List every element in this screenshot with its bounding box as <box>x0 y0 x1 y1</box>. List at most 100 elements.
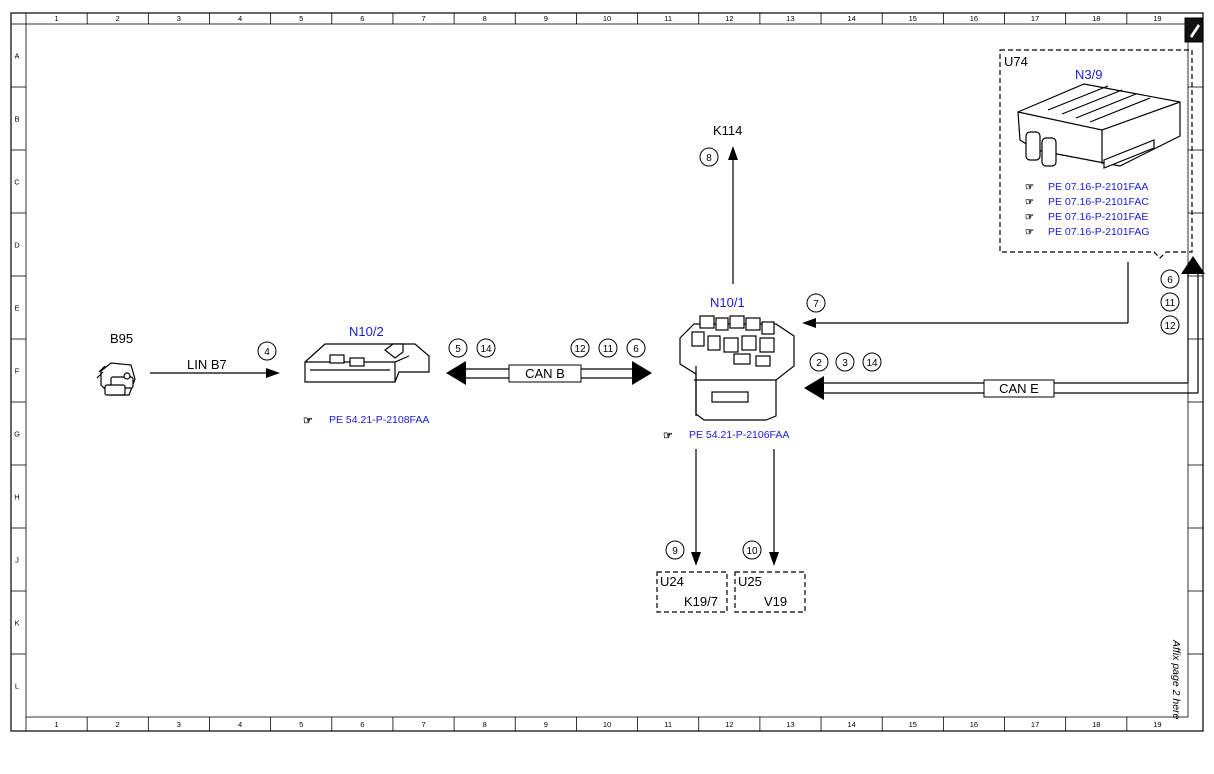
row-label: A <box>14 52 19 61</box>
column-label: 2 <box>116 720 120 729</box>
column-label: 12 <box>725 720 733 729</box>
affix-note-text: Affix page 2 here <box>1170 640 1182 720</box>
column-label: 18 <box>1092 14 1100 23</box>
reference-pointer-icon: ☞ <box>303 415 313 427</box>
row-label: L <box>15 682 19 691</box>
column-label: 5 <box>299 720 303 729</box>
b95-sensor-icon <box>96 362 136 396</box>
svg-text:11: 11 <box>603 344 614 355</box>
row-label: B <box>14 115 19 124</box>
column-label: 4 <box>238 14 242 23</box>
connection-9 <box>691 449 701 566</box>
column-label: 3 <box>177 14 181 23</box>
column-label: 17 <box>1031 720 1039 729</box>
marker-14: 14 <box>862 352 882 372</box>
k114-label: K114 <box>713 123 742 138</box>
b95-label: B95 <box>110 331 133 346</box>
svg-text:9: 9 <box>672 546 678 557</box>
marker-5: 5 <box>448 338 468 358</box>
column-label: 19 <box>1153 14 1161 23</box>
row-label: G <box>14 430 20 439</box>
u74-component: U74 N3/9 ☞ PE 07.16-P-2101FAA ☞ PE 07.16… <box>999 49 1193 259</box>
n10-1-component: N10/1 ☞ PE 54.21-P-2106FAA <box>663 295 795 442</box>
b95-component: B95 <box>96 331 136 396</box>
svg-text:12: 12 <box>1164 321 1176 332</box>
n10-1-module-icon <box>679 315 795 421</box>
marker-11: 11 <box>598 338 618 358</box>
drawing-frame <box>10 12 1204 732</box>
column-label: 13 <box>786 14 794 23</box>
svg-text:10: 10 <box>746 546 758 557</box>
column-label: 9 <box>544 720 548 729</box>
can-b-connection: CAN B <box>446 361 652 385</box>
column-label: 7 <box>421 720 425 729</box>
grid-rulers: 1122334455667788991010111112121313141415… <box>11 13 1203 731</box>
svg-text:7: 7 <box>813 299 819 310</box>
marker-11: 11 <box>1160 292 1180 312</box>
n10-2-component: N10/2 ☞ PE 54.21-P-2108FAA <box>303 324 430 427</box>
connection-10 <box>769 449 779 566</box>
u25-component: U25 V19 <box>734 571 806 613</box>
marker-12: 12 <box>1160 315 1180 335</box>
marker-14: 14 <box>476 338 496 358</box>
column-label: 10 <box>603 14 611 23</box>
k19-7-label: K19/7 <box>684 594 718 609</box>
column-label: 16 <box>970 14 978 23</box>
column-label: 1 <box>54 720 58 729</box>
column-label: 10 <box>603 720 611 729</box>
n3-9-label: N3/9 <box>1075 67 1102 82</box>
reference-pointer-icon: ☞ <box>1025 212 1034 223</box>
column-label: 3 <box>177 720 181 729</box>
marker-9: 9 <box>665 540 685 560</box>
row-label: C <box>14 178 20 187</box>
svg-text:11: 11 <box>1165 298 1176 309</box>
k114-connection: K114 <box>713 123 742 284</box>
marker-2: 2 <box>809 352 829 372</box>
svg-text:14: 14 <box>866 358 878 369</box>
v19-label: V19 <box>764 594 787 609</box>
column-label: 15 <box>909 720 917 729</box>
svg-text:5: 5 <box>455 344 461 355</box>
svg-text:2: 2 <box>816 358 822 369</box>
marker-6: 6 <box>626 338 646 358</box>
marker-12: 12 <box>570 338 590 358</box>
n10-2-module-icon <box>304 343 430 383</box>
u74-frame-label: U74 <box>1004 54 1028 69</box>
column-label: 7 <box>421 14 425 23</box>
u25-frame-label: U25 <box>738 574 762 589</box>
lin-b7-label: LIN B7 <box>187 357 227 372</box>
column-label: 6 <box>360 720 364 729</box>
n10-1-label: N10/1 <box>710 295 745 310</box>
column-label: 12 <box>725 14 733 23</box>
marker-7: 7 <box>806 293 826 313</box>
column-label: 15 <box>909 14 917 23</box>
reference-pointer-icon: ☞ <box>1025 197 1034 208</box>
can-b-label: CAN B <box>525 366 565 381</box>
can-e-connection: CAN E <box>804 256 1205 400</box>
lin-b7-connection: LIN B7 <box>150 357 280 378</box>
marker-4: 4 <box>257 341 277 361</box>
column-label: 6 <box>360 14 364 23</box>
marker-8: 8 <box>699 147 719 167</box>
svg-text:4: 4 <box>264 347 270 358</box>
row-label: D <box>14 241 20 250</box>
column-label: 14 <box>847 14 855 23</box>
affix-note: Affix page 2 here <box>1170 640 1202 770</box>
column-label: 13 <box>786 720 794 729</box>
u74-reference-3: PE 07.16-P-2101FAE <box>1048 211 1148 223</box>
n10-2-label: N10/2 <box>349 324 384 339</box>
column-label: 8 <box>483 14 487 23</box>
column-label: 9 <box>544 14 548 23</box>
reference-pointer-icon: ☞ <box>1025 182 1034 193</box>
u74-reference-2: PE 07.16-P-2101FAC <box>1048 196 1149 208</box>
n10-2-reference: PE 54.21-P-2108FAA <box>329 414 429 426</box>
u24-component: U24 K19/7 <box>656 571 728 613</box>
note-icon <box>1184 17 1204 43</box>
row-label: J <box>15 556 19 565</box>
n10-1-reference: PE 54.21-P-2106FAA <box>689 429 789 441</box>
row-label: K <box>14 619 19 628</box>
connection-7 <box>802 262 1129 328</box>
reference-pointer-icon: ☞ <box>663 430 673 442</box>
u74-reference-4: PE 07.16-P-2101FAG <box>1048 226 1150 238</box>
column-label: 19 <box>1153 720 1161 729</box>
